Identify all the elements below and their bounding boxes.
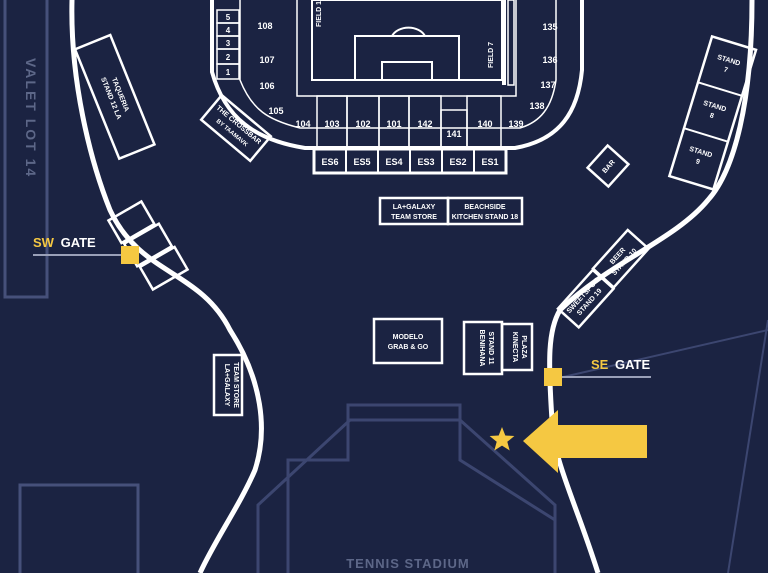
section-label: 138	[529, 101, 544, 111]
section-label: 2	[226, 53, 231, 62]
section-label: 104	[295, 119, 310, 129]
es-label: ES6	[321, 157, 338, 167]
stand-9-num: 9	[695, 158, 701, 166]
kinecta-line1: KINECTA	[511, 332, 518, 363]
sections-108-105: 108 107 106 105	[257, 21, 283, 116]
section-label: 136	[542, 55, 557, 65]
direction-arrow-icon	[523, 410, 647, 473]
benihana-line2: STAND 11	[487, 332, 494, 365]
section-label: 139	[508, 119, 523, 129]
section-label: 103	[324, 119, 339, 129]
beachside-line2: KITCHEN STAND 18	[452, 214, 518, 221]
stand-12-la-taqueria[interactable]: STAND 12 LA TAQUERIA	[73, 33, 157, 161]
team-store-left[interactable]: LA+GALAXY TEAM STORE	[212, 353, 244, 417]
team-store-left-line1: LA+GALAXY	[223, 364, 230, 407]
field-1-label: FIELD 1	[316, 1, 323, 27]
section-box[interactable]	[216, 63, 240, 80]
field-7-label: FIELD 7	[488, 42, 495, 68]
team-store-line1: LA+GALAXY	[393, 204, 436, 211]
modelo-line2: GRAB & GO	[388, 344, 429, 351]
valet-lot-label: VALET LOT 14	[23, 58, 39, 178]
section-label: 105	[268, 106, 283, 116]
es-label: ES5	[353, 157, 370, 167]
se-gate-prefix: SE	[591, 357, 609, 372]
svg-text:SE GATE: SE GATE	[591, 357, 650, 372]
goal-box	[381, 61, 433, 81]
es-label: ES1	[481, 157, 498, 167]
team-store-left-line2: TEAM STORE	[232, 362, 239, 408]
beachside-kitchen[interactable]: BEACHSIDE KITCHEN STAND 18	[446, 196, 524, 226]
se-gate-word: GATE	[615, 357, 650, 372]
stand-7-num: 7	[723, 66, 729, 74]
es-label: ES3	[417, 157, 434, 167]
beachside-line1: BEACHSIDE	[464, 204, 506, 211]
location-star-icon	[489, 427, 515, 451]
es-label: ES4	[385, 157, 402, 167]
section-label: 101	[386, 119, 401, 129]
stand-8-num: 8	[709, 112, 715, 120]
section-label: 107	[259, 55, 274, 65]
sw-gate[interactable]: SW GATE	[33, 235, 139, 264]
parking-outline	[18, 483, 140, 573]
section-label: 137	[540, 80, 555, 90]
section-label: 140	[477, 119, 492, 129]
modelo-grab-and-go[interactable]: MODELO GRAB & GO	[372, 317, 444, 365]
sections-right-column: 135 136 137 138	[529, 22, 557, 111]
sw-gate-prefix: SW	[33, 235, 55, 250]
section-label: 1	[226, 68, 231, 77]
sections-left-column: 5 4 3 2 1	[216, 9, 240, 80]
section-label: 5	[226, 13, 231, 22]
se-gate-marker	[544, 368, 562, 386]
section-divider-lines	[549, 319, 768, 573]
section-label: 108	[257, 21, 272, 31]
kinecta-plaza[interactable]: KINECTA PLAZA	[500, 322, 534, 372]
section-label: 3	[226, 39, 231, 48]
es-label: ES2	[449, 157, 466, 167]
section-label: 4	[226, 26, 231, 35]
section-label: 142	[417, 119, 432, 129]
sw-gate-marker	[121, 246, 139, 264]
valet-lot-14[interactable]: VALET LOT 14	[3, 0, 49, 299]
se-gate[interactable]: SE GATE	[544, 357, 651, 386]
modelo-line1: MODELO	[393, 334, 424, 341]
penalty-arc	[391, 26, 426, 37]
sw-gate-word: GATE	[61, 235, 96, 250]
es-sections-row: ES6 ES5 ES4 ES3 ES2 ES1	[312, 147, 508, 175]
section-label: 135	[542, 22, 557, 32]
section-label: 102	[355, 119, 370, 129]
kinecta-line2: PLAZA	[520, 335, 527, 358]
section-label: 141	[446, 129, 461, 139]
team-store-line2: TEAM STORE	[391, 214, 437, 221]
stands-7-8-9[interactable]: STAND 7 STAND 8 STAND 9	[667, 34, 758, 192]
benihana-line1: BENIHANA	[478, 330, 485, 367]
svg-text:SW GATE: SW GATE	[33, 235, 96, 250]
tennis-stadium[interactable]: TENNIS STADIUM	[256, 403, 557, 573]
section-label: 106	[259, 81, 274, 91]
tennis-stadium-label: TENNIS STADIUM	[346, 556, 470, 571]
